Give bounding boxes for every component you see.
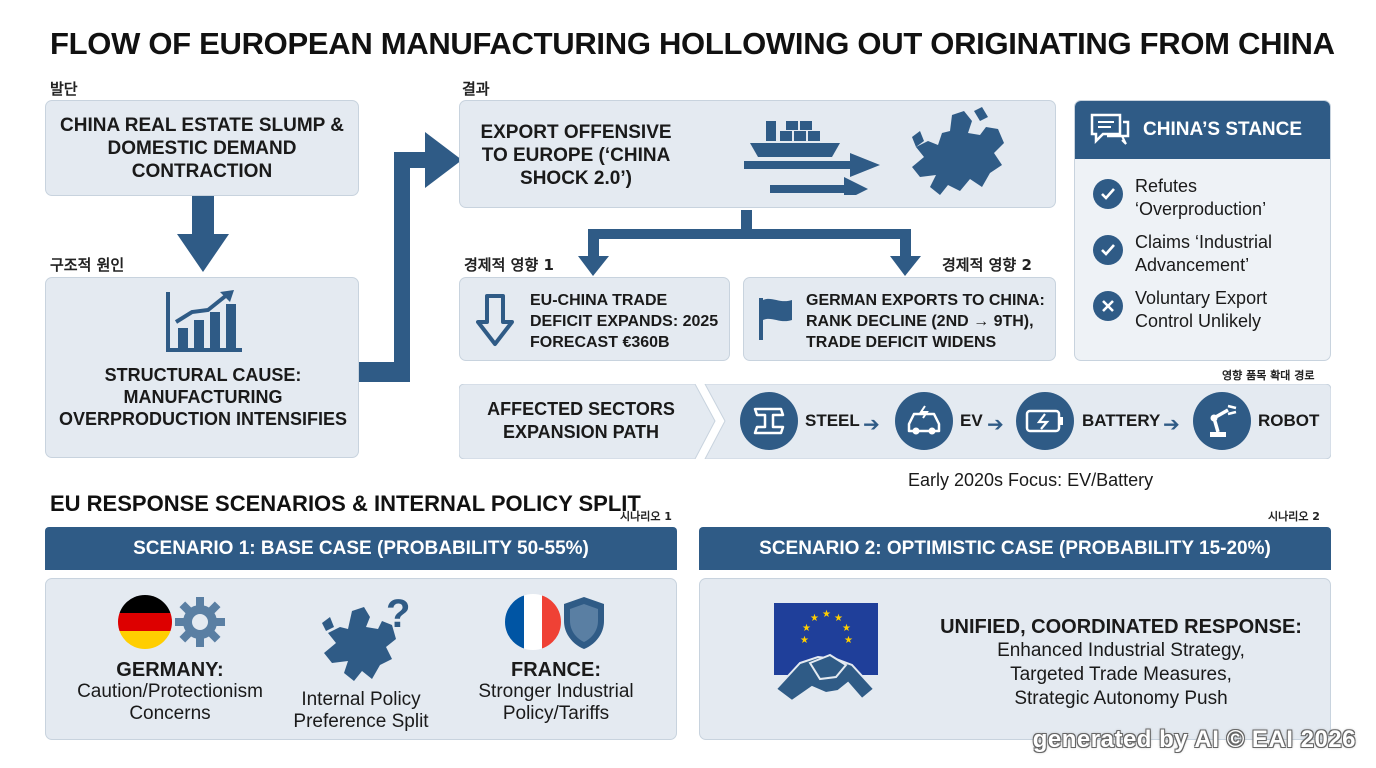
svg-text:★: ★ <box>834 613 843 624</box>
structural-box: STRUCTURAL CAUSE: MANUFACTURING OVERPROD… <box>45 277 359 458</box>
sector-ev-label: EV <box>960 411 983 430</box>
france-title: FRANCE: <box>511 659 601 681</box>
impact1-text: EU-CHINA TRADE DEFICIT EXPANDS: 2025 FOR… <box>530 292 719 351</box>
stance-item-text: Voluntary Export Control Unlikely <box>1135 288 1268 331</box>
arrow-right-icon: ➔ <box>987 414 1004 436</box>
stance-header: CHINA’S STANCE <box>1075 101 1330 159</box>
label-origin: 발단 <box>50 80 78 98</box>
stance-item-text: Refutes ‘Overproduction’ <box>1135 176 1267 219</box>
sectors-note: Early 2020s Focus: EV/Battery <box>908 470 1154 490</box>
electric-car-icon <box>895 392 953 450</box>
check-icon <box>1093 179 1123 209</box>
steel-beam-icon <box>740 392 798 450</box>
arrow-down-icon <box>476 294 514 346</box>
bar-chart-growth-icon <box>166 290 242 352</box>
scenario2-banner: SCENARIO 2: OPTIMISTIC CASE (PROBABILITY… <box>699 527 1331 570</box>
robot-arm-icon <box>1193 392 1251 450</box>
stance-panel: CHINA’S STANCE Refutes ‘Overproduction’ … <box>1074 100 1331 361</box>
stance-list: Refutes ‘Overproduction’ Claims ‘Industr… <box>1093 175 1323 333</box>
page-title: FLOW OF EUROPEAN MANUFACTURING HOLLOWING… <box>50 26 1335 61</box>
svg-text:?: ? <box>386 592 410 636</box>
svg-text:★: ★ <box>822 609 831 620</box>
impact1-box: EU-CHINA TRADE DEFICIT EXPANDS: 2025 FOR… <box>459 277 730 361</box>
germany-caption: GERMANY: Caution/Protectionism Concerns <box>60 659 280 725</box>
scenario2-content: UNIFIED, COORDINATED RESPONSE: Enhanced … <box>918 615 1324 711</box>
sector-robot-label: ROBOT <box>1258 411 1320 430</box>
x-icon <box>1093 291 1123 321</box>
label-scenario1: 시나리오 1 <box>620 510 672 523</box>
scenario2-line: Targeted Trade Measures, <box>1010 664 1232 685</box>
france-text: Stronger Industrial Policy/Tariffs <box>478 681 634 724</box>
svg-text:★: ★ <box>802 623 811 634</box>
label-impact2: 경제적 영향 2 <box>942 256 1032 274</box>
impact2-box: GERMAN EXPORTS TO CHINA: RANK DECLINE (2… <box>743 277 1056 361</box>
europe-map-icon <box>912 107 1004 195</box>
check-icon <box>1093 235 1123 265</box>
france-caption: FRANCE: Stronger Industrial Policy/Tarif… <box>466 659 646 725</box>
stance-item: Voluntary Export Control Unlikely <box>1093 287 1323 333</box>
france-flag-shield-icon <box>505 594 604 650</box>
scenario2-line: Strategic Autonomy Push <box>1014 688 1228 709</box>
scenario1-banner: SCENARIO 1: BASE CASE (PROBABILITY 50-55… <box>45 527 677 570</box>
label-result: 결과 <box>462 80 490 98</box>
svg-text:★: ★ <box>810 613 819 624</box>
origin-text: CHINA REAL ESTATE SLUMP & DOMESTIC DEMAN… <box>60 114 344 182</box>
cargo-ship-icon <box>744 121 880 195</box>
sectors-title: AFFECTED SECTORS EXPANSION PATH <box>487 399 675 442</box>
svg-text:★: ★ <box>844 635 853 646</box>
label-impact1: 경제적 영향 1 <box>464 256 554 274</box>
impact2-text: GERMAN EXPORTS TO CHINA: RANK DECLINE (2… <box>806 292 1045 351</box>
stance-item-text: Claims ‘Industrial Advancement’ <box>1135 232 1273 275</box>
arrow-right-icon: ➔ <box>1163 414 1180 436</box>
scenario2-box: ★★★★ ★★★ UNIFIED, COORDINATED RESPONSE: … <box>699 578 1331 740</box>
eu-flag-handshake-icon: ★★★★ ★★★ <box>774 603 878 703</box>
structural-text: STRUCTURAL CAUSE: MANUFACTURING OVERPROD… <box>58 365 348 429</box>
sectors-row: AFFECTED SECTORS EXPANSION PATH STEEL ➔ … <box>459 384 1331 459</box>
scenario1-box: GERMANY: Caution/Protectionism Concerns … <box>45 578 677 740</box>
origin-box: CHINA REAL ESTATE SLUMP & DOMESTIC DEMAN… <box>45 100 359 196</box>
flag-icon <box>759 298 792 340</box>
arrow-right-icon: ➔ <box>863 414 880 436</box>
label-sector-path: 영향 품목 확대 경로 <box>1222 369 1315 382</box>
eu-section-title: EU RESPONSE SCENARIOS & INTERNAL POLICY … <box>50 491 641 516</box>
export-text: EXPORT OFFENSIVE TO EUROPE (‘CHINA SHOCK… <box>480 122 672 189</box>
svg-text:★: ★ <box>800 635 809 646</box>
germany-text: Caution/Protectionism Concerns <box>77 681 263 724</box>
germany-title: GERMANY: <box>116 659 224 681</box>
scenario2-line: Enhanced Industrial Strategy, <box>997 640 1245 661</box>
arrow-bent-structural-export <box>359 132 462 382</box>
arrow-down-origin <box>177 196 229 272</box>
speech-bubble-icon <box>1090 113 1130 145</box>
sector-battery-label: BATTERY <box>1082 411 1161 430</box>
label-structural: 구조적 원인 <box>50 256 125 274</box>
stance-item: Refutes ‘Overproduction’ <box>1093 175 1323 221</box>
stance-item: Claims ‘Industrial Advancement’ <box>1093 231 1323 277</box>
watermark: generated by AI © EAI 2026 <box>1032 726 1356 753</box>
split-text: Internal Policy Preference Split <box>293 689 429 732</box>
export-box: EXPORT OFFENSIVE TO EUROPE (‘CHINA SHOCK… <box>459 100 1056 208</box>
stance-title: CHINA’S STANCE <box>1143 119 1303 140</box>
europe-question-icon: ? <box>322 592 410 681</box>
scenario2-heading: UNIFIED, COORDINATED RESPONSE: <box>940 616 1302 638</box>
germany-flag-gear-icon <box>118 595 225 649</box>
svg-text:★: ★ <box>842 623 851 634</box>
sector-steel-label: STEEL <box>805 411 860 430</box>
battery-icon <box>1016 392 1074 450</box>
label-scenario2: 시나리오 2 <box>1268 510 1320 523</box>
